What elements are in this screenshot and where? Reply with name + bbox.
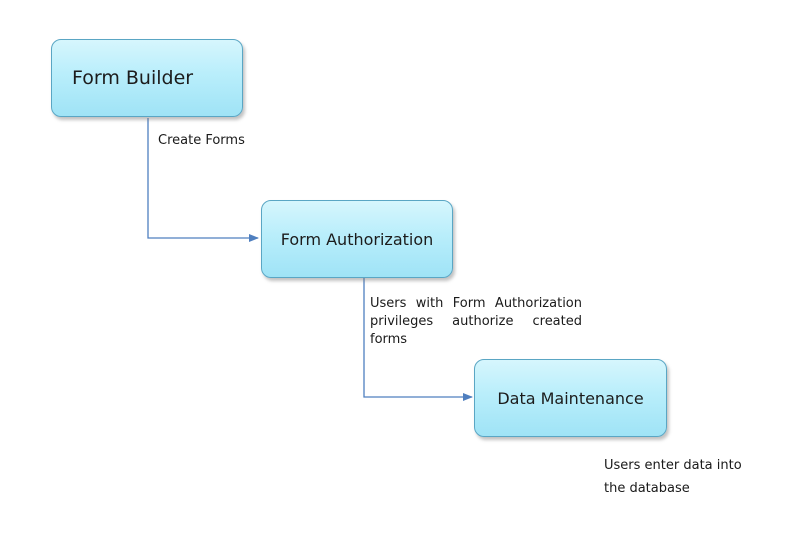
node-form-builder-label: Form Builder xyxy=(72,67,194,89)
node-form-authorization-label: Form Authorization xyxy=(280,229,434,249)
note-enter-data: Users enter data into the database xyxy=(604,458,742,496)
connector-builder-to-authorization xyxy=(147,118,259,242)
connector-authorization-to-maintenance xyxy=(363,278,473,401)
node-data-maintenance: Data Maintenance xyxy=(474,359,667,437)
node-form-builder: Form Builder xyxy=(51,39,243,117)
edge-label-create-forms: Create Forms xyxy=(158,133,245,148)
edge-label-authorize-forms: Users with Form Authorization privileges… xyxy=(370,296,582,347)
node-form-authorization: Form Authorization xyxy=(261,200,453,278)
node-data-maintenance-label: Data Maintenance xyxy=(497,388,644,408)
